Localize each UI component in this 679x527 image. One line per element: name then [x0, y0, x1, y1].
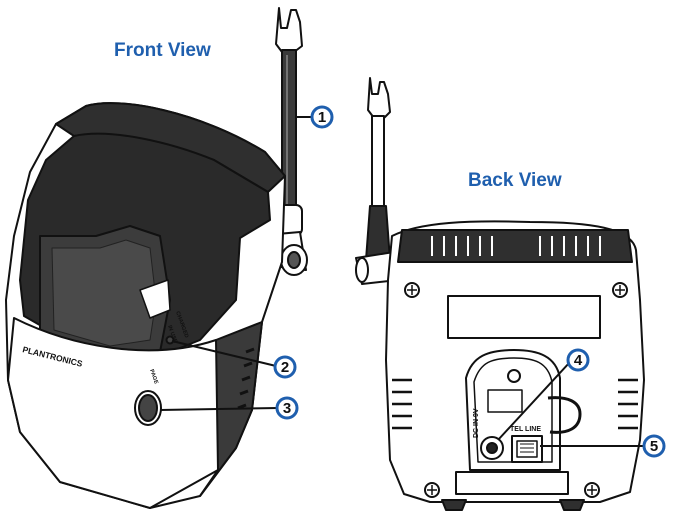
- back-base-unit: [355, 77, 645, 511]
- callout-number-5: 5: [650, 438, 658, 455]
- callout-marker-1: 1: [310, 105, 334, 129]
- back-top-vents: [431, 236, 601, 256]
- callout-number-3: 3: [283, 400, 291, 417]
- callout-marker-3: 3: [275, 396, 299, 420]
- callout-number-4: 4: [574, 352, 583, 369]
- front-base-unit: [5, 7, 308, 509]
- front-view-title: Front View: [114, 40, 211, 61]
- callout-number-2: 2: [281, 359, 289, 376]
- front-side-vents: [237, 347, 255, 410]
- callout-marker-4: 4: [566, 348, 590, 372]
- back-antenna: [355, 77, 399, 285]
- back-side-vents: [392, 378, 638, 430]
- callout-number-1: 1: [318, 109, 326, 126]
- dc-in-label: DC IN 9V: [473, 408, 480, 438]
- callout-marker-2: 2: [273, 355, 297, 379]
- back-view-title: Back View: [468, 170, 562, 191]
- callout-line-2: [171, 340, 277, 367]
- callout-line-3: [159, 407, 279, 411]
- callout-line-4: [497, 361, 571, 441]
- charged-led: [165, 335, 175, 345]
- callout-marker-5: 5: [642, 434, 666, 458]
- page-label: PAGE: [148, 369, 159, 386]
- tel-line-label: TEL LINE: [510, 426, 541, 433]
